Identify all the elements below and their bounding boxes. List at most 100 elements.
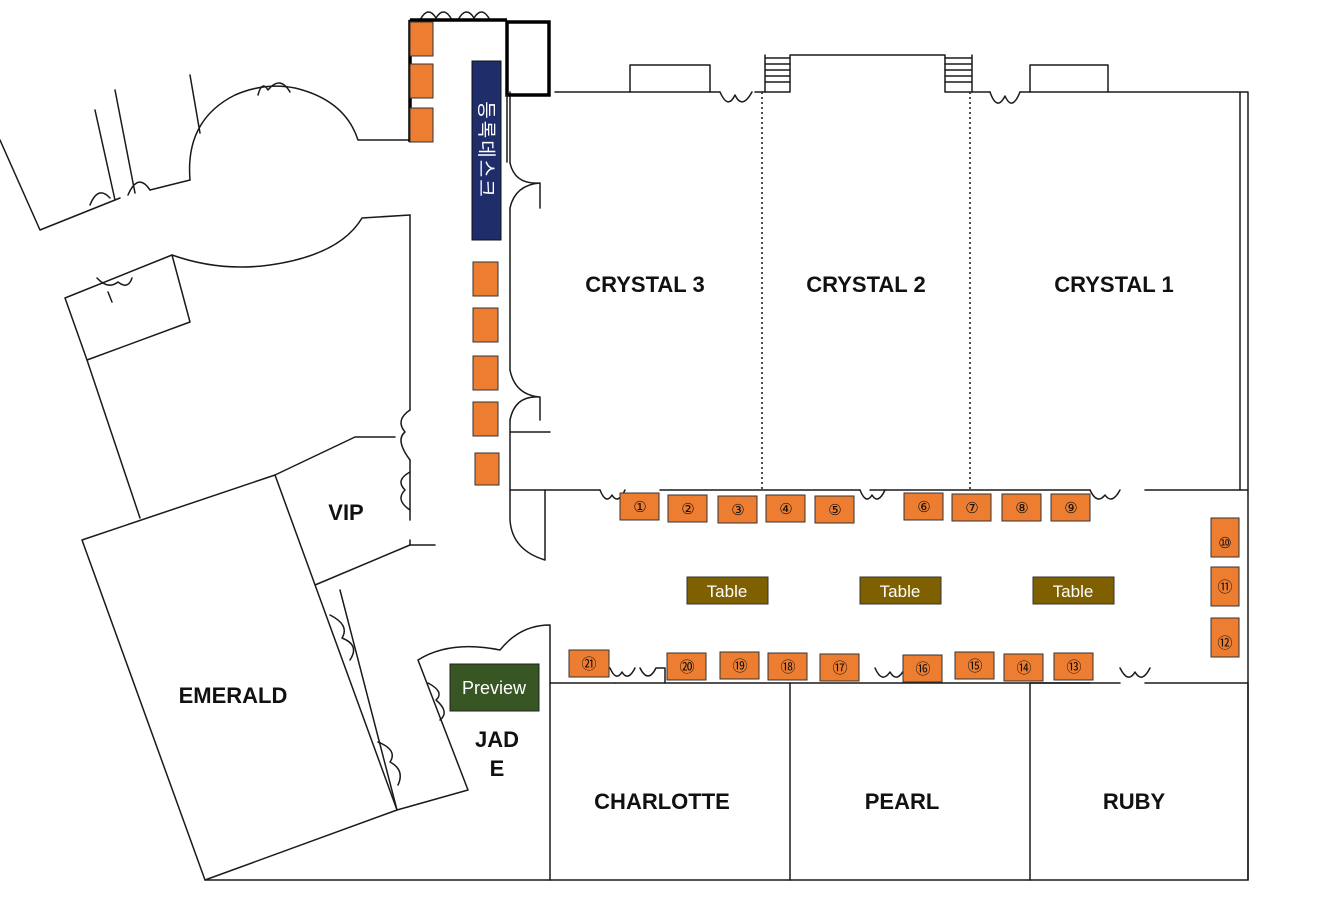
jade-room — [339, 589, 551, 811]
room-label-crystal-3: CRYSTAL 3 — [585, 272, 704, 297]
booth-15[interactable]: ⑮ — [954, 651, 995, 680]
booth-number: ⑦ — [965, 499, 978, 517]
booth-number: ⑰ — [832, 659, 847, 677]
room-label-pearl: PEARL — [865, 789, 940, 814]
table-label: Table — [880, 582, 921, 601]
room-label-crystal-2: CRYSTAL 2 — [806, 272, 925, 297]
table-label: Table — [1053, 582, 1094, 601]
upper-left-room — [64, 254, 191, 519]
stage-box-right — [1029, 64, 1109, 93]
stage-box-left — [629, 64, 711, 93]
table-2[interactable]: Table — [859, 576, 942, 605]
room-label-jade-line1: JAD — [475, 727, 519, 752]
booth-number: ⑧ — [1015, 499, 1028, 517]
preview-label: Preview — [462, 678, 527, 698]
corridor-booth[interactable] — [409, 63, 434, 99]
booth-5[interactable]: ⑤ — [814, 495, 855, 524]
vip-room — [274, 436, 411, 586]
upper-left-room-wall — [171, 214, 411, 268]
booth-number: ⑪ — [1217, 578, 1232, 596]
entrance-box — [505, 20, 551, 97]
rotunda-spokes — [94, 74, 201, 201]
booth-19[interactable]: ⑲ — [719, 651, 760, 680]
rotunda-left — [0, 139, 191, 231]
booth-14[interactable]: ⑭ — [1003, 653, 1044, 682]
room-label-charlotte: CHARLOTTE — [594, 789, 730, 814]
door-swing — [127, 181, 151, 196]
booth-number: ⑩ — [1218, 534, 1231, 552]
table-1[interactable]: Table — [686, 576, 769, 605]
room-label-crystal-1: CRYSTAL 1 — [1054, 272, 1173, 297]
booth-number: ⑱ — [780, 658, 795, 676]
booth-number: ⑲ — [732, 657, 747, 675]
door-swing — [989, 91, 1021, 104]
corridor-west-wall — [409, 214, 436, 546]
emerald-room — [81, 474, 398, 881]
door-swing — [859, 489, 886, 500]
booth-number: ⑳ — [679, 658, 694, 676]
stairs-left — [764, 54, 791, 93]
door-swing — [509, 162, 541, 209]
rotunda-door — [257, 82, 291, 96]
booth-13[interactable]: ⑬ — [1053, 652, 1094, 681]
table-3[interactable]: Table — [1032, 576, 1115, 605]
booth-3[interactable]: ③ — [717, 495, 758, 524]
booth-number: ⑬ — [1066, 658, 1081, 676]
corridor-booth[interactable] — [409, 107, 434, 143]
booth-9[interactable]: ⑨ — [1050, 493, 1091, 522]
stairs-right — [944, 54, 973, 93]
booth-number: ⑭ — [1016, 659, 1031, 677]
booth-7[interactable]: ⑦ — [951, 493, 992, 522]
booth-8[interactable]: ⑧ — [1001, 493, 1042, 522]
door-swing — [874, 667, 906, 678]
booth-number: ⑨ — [1064, 499, 1077, 517]
door-swing — [719, 91, 753, 103]
door-swing — [609, 667, 666, 684]
corridor-booth[interactable] — [472, 261, 499, 297]
registration-desk[interactable]: 등록데스크 — [471, 60, 502, 241]
booth-number: ⑯ — [915, 660, 930, 678]
booth-18[interactable]: ⑱ — [767, 652, 808, 681]
room-label-ruby: RUBY — [1103, 789, 1166, 814]
booth-number: ④ — [779, 500, 792, 518]
booth-17[interactable]: ⑰ — [819, 653, 860, 682]
booth-4[interactable]: ④ — [765, 494, 806, 523]
corridor-booth[interactable] — [474, 452, 500, 486]
door-swing — [89, 192, 111, 206]
booth-10[interactable]: ⑩ — [1210, 517, 1240, 558]
corridor-booth[interactable] — [472, 307, 499, 343]
booth-6[interactable]: ⑥ — [903, 492, 944, 521]
booth-16[interactable]: ⑯ — [902, 654, 943, 683]
door-swing — [400, 471, 411, 511]
lower-halls-outline — [549, 682, 1249, 881]
booth-21[interactable]: ㉑ — [568, 649, 610, 678]
door-swing — [400, 409, 411, 461]
booth-number: ㉑ — [581, 655, 596, 673]
preview-room-marker[interactable]: Preview — [449, 663, 540, 712]
booth-number: ① — [633, 498, 646, 516]
corridor-booths — [409, 21, 500, 486]
door-swing — [1089, 489, 1121, 500]
booth-12[interactable]: ⑫ — [1210, 617, 1240, 658]
door-swing — [509, 369, 541, 421]
corridor-booth[interactable] — [409, 21, 434, 57]
booth-1[interactable]: ① — [619, 492, 660, 521]
room-label-emerald: EMERALD — [179, 683, 288, 708]
booth-number: ⑥ — [917, 498, 930, 516]
jade-doors — [427, 682, 445, 721]
room-label-jade-line2: E — [490, 756, 505, 781]
door-swing — [329, 614, 355, 661]
door-swing — [377, 741, 401, 786]
room-label-vip: VIP — [328, 500, 363, 525]
corridor-booth[interactable] — [472, 401, 499, 437]
corridor-booth[interactable] — [472, 355, 499, 391]
booth-number: ② — [681, 500, 694, 518]
booth-2[interactable]: ② — [667, 494, 708, 523]
booth-number: ⑫ — [1217, 634, 1232, 652]
booth-11[interactable]: ⑪ — [1210, 566, 1240, 607]
booth-number: ⑤ — [828, 501, 841, 519]
table-label: Table — [707, 582, 748, 601]
door-swing — [1119, 667, 1151, 678]
booth-20[interactable]: ⑳ — [666, 652, 707, 681]
